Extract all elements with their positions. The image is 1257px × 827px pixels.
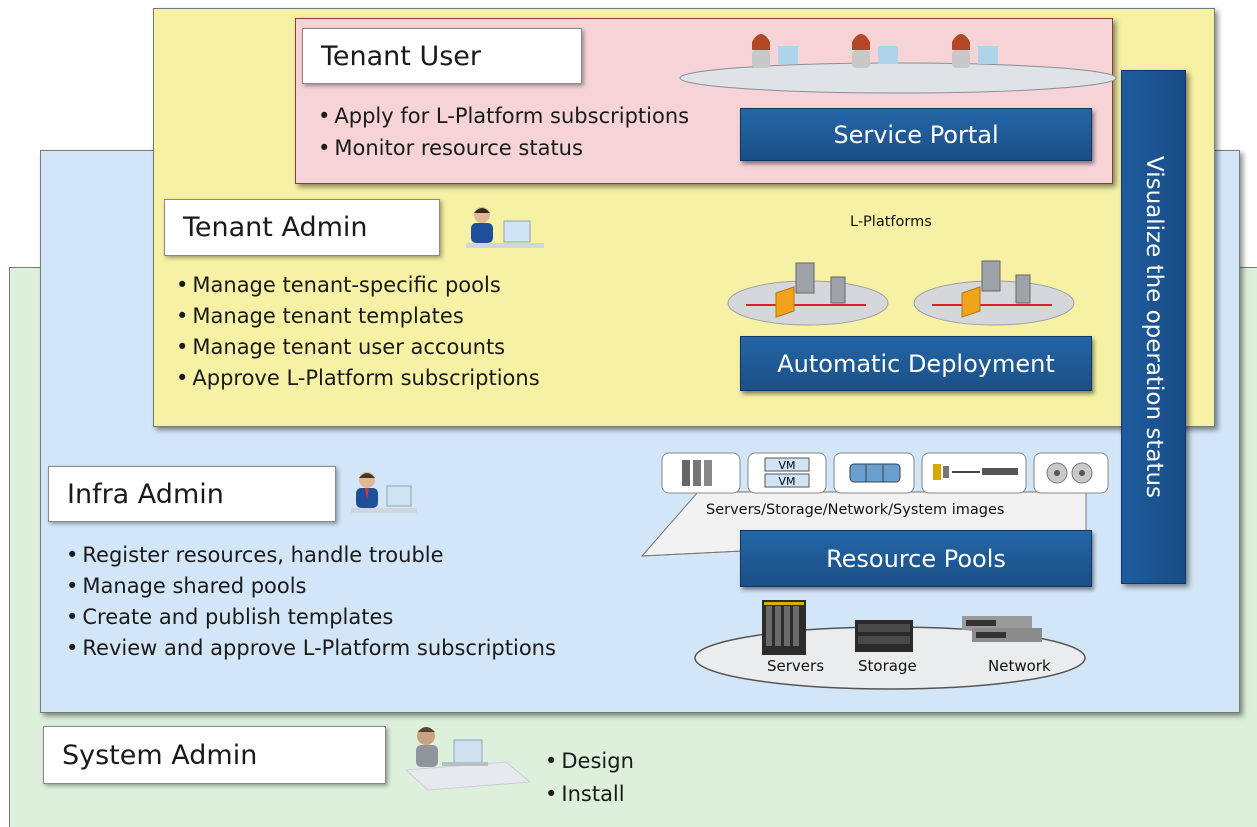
tenant-admin-title-text: Tenant Admin: [183, 212, 368, 243]
user-icon: [852, 34, 898, 68]
user-icon: [752, 34, 798, 68]
resource-pool-icons: VM VM: [661, 452, 1109, 494]
visualize-operation-status-bar: Visualize the operation status: [1121, 70, 1186, 584]
infra-admin-person-icon: [351, 472, 417, 513]
l-platform-icon: [727, 262, 889, 326]
tenant-user-title: Tenant User: [302, 28, 582, 84]
vm-icon: [747, 452, 827, 494]
tenant-user-task: Monitor resource status: [318, 132, 689, 164]
tenant-admin-person-icon: [466, 207, 544, 248]
resource-pools-label-text: Resource Pools: [826, 544, 1006, 573]
tenant-admin-task: Manage tenant templates: [176, 301, 540, 332]
system-admin-task: Install: [545, 778, 634, 811]
service-portal-label-text: Service Portal: [833, 120, 999, 149]
automatic-deployment-label: Automatic Deployment: [740, 336, 1092, 391]
user-icon: [952, 34, 998, 68]
tenant-user-title-text: Tenant User: [321, 40, 481, 72]
network-switch-icon: [962, 616, 1042, 642]
system-admin-task-list: Design Install: [545, 745, 634, 811]
tenant-user-task-list: Apply for L-Platform subscriptions Monit…: [318, 100, 689, 164]
infra-admin-task-list: Register resources, handle trouble Manag…: [66, 540, 556, 664]
infra-admin-task: Review and approve L-Platform subscripti…: [66, 633, 556, 664]
service-portal-label: Service Portal: [740, 108, 1092, 161]
tenant-users-group: [679, 34, 1117, 94]
servers-label: Servers: [767, 657, 825, 675]
visualize-operation-status-text: Visualize the operation status: [1140, 155, 1167, 499]
infra-admin-task: Manage shared pools: [66, 571, 556, 602]
tenant-admin-title: Tenant Admin: [164, 199, 440, 256]
automatic-deployment-label-text: Automatic Deployment: [777, 349, 1055, 378]
storage-device-icon: [855, 620, 913, 652]
infra-admin-task: Create and publish templates: [66, 602, 556, 633]
infra-admin-task: Register resources, handle trouble: [66, 540, 556, 571]
system-admin-person-icon: [404, 727, 532, 791]
server-icon: [661, 452, 741, 494]
vm-label: VM: [778, 459, 795, 472]
l-platform-icon: [913, 260, 1075, 326]
system-admin-title-text: System Admin: [62, 739, 258, 771]
resource-pool-caption: Servers/Storage/Network/System images: [706, 502, 1005, 518]
system-admin-task: Design: [545, 745, 634, 778]
tenant-user-task: Apply for L-Platform subscriptions: [318, 100, 689, 132]
infra-admin-title-text: Infra Admin: [67, 478, 224, 510]
server-rack-icon: [762, 600, 806, 655]
tenant-admin-task: Approve L-Platform subscriptions: [176, 363, 539, 394]
storage-label: Storage: [858, 657, 917, 675]
l-platforms-group: [727, 260, 1075, 326]
resource-pools-label: Resource Pools: [740, 530, 1092, 587]
system-admin-title: System Admin: [43, 726, 386, 784]
infra-admin-title: Infra Admin: [48, 466, 336, 522]
tenant-admin-task-list: Manage tenant-specific pools Manage tena…: [176, 270, 540, 394]
network-icon: [921, 452, 1027, 494]
network-label: Network: [988, 657, 1051, 675]
storage-icon: [833, 452, 915, 494]
l-platforms-label: L-Platforms: [850, 214, 932, 230]
tenant-admin-task: Manage tenant user accounts: [176, 332, 540, 363]
hardware-group: [694, 600, 1086, 690]
tenant-admin-task: Manage tenant-specific pools: [176, 270, 540, 301]
disk-image-icon: [1033, 452, 1109, 494]
vm-label: VM: [778, 475, 795, 488]
